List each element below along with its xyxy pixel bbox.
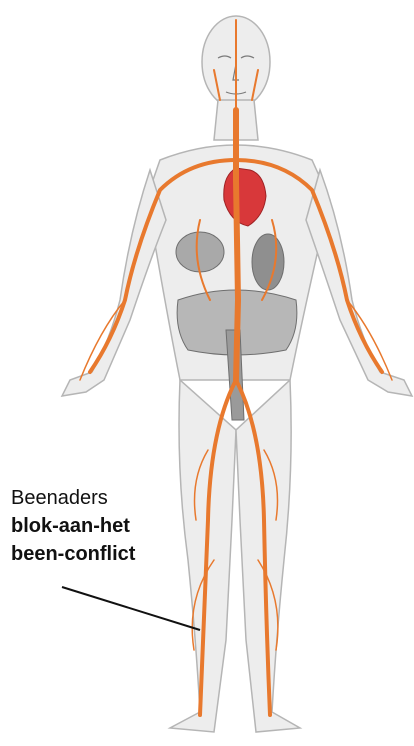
annotation-line-3: been-conflict: [11, 540, 135, 568]
annotation-line-1: Beenaders: [11, 484, 108, 512]
annotation-pointer: [62, 587, 200, 630]
annotation-line-2: blok-aan-het: [11, 512, 130, 540]
